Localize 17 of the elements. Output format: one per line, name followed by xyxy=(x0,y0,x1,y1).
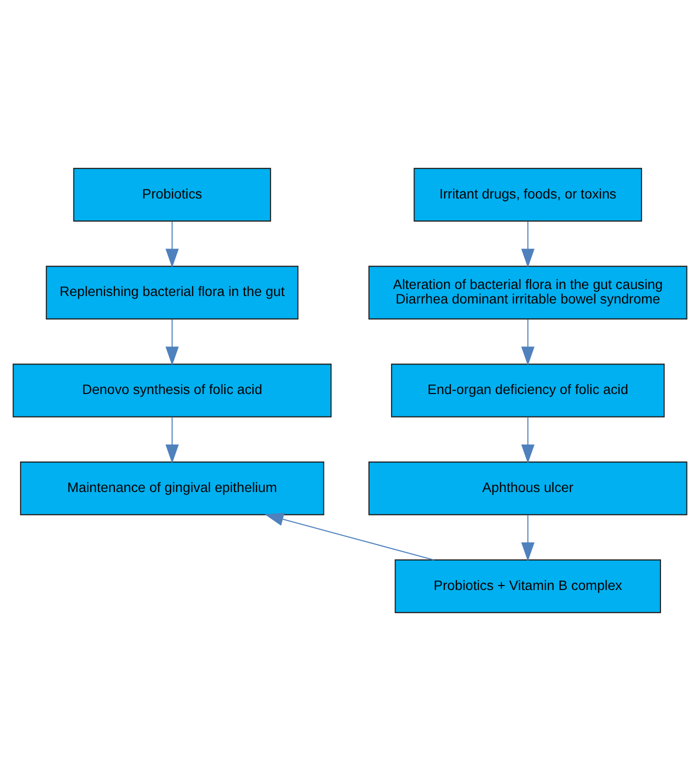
node-box: End-organ deficiency of folic acid xyxy=(390,364,664,418)
arrow xyxy=(165,221,178,268)
node-box: Probiotics xyxy=(72,168,271,222)
arrow xyxy=(520,319,534,366)
arrow xyxy=(520,515,534,562)
node-box: Maintenance of gingival epithelium xyxy=(20,462,324,516)
node-box: Aphthous ulcer xyxy=(368,462,687,516)
arrow xyxy=(264,512,434,560)
arrow xyxy=(165,319,178,366)
node-box: Replenishing bacterial flora in the gut xyxy=(45,266,298,320)
arrow xyxy=(520,221,534,268)
arrow xyxy=(520,417,534,464)
node-box: Irritant drugs, foods, or toxins xyxy=(413,168,642,222)
node-box: Alteration of bacterial flora in the gut causing Diarrhea dominant irritable bowel syndrome xyxy=(368,266,687,320)
node-box: Probiotics + Vitamin B complex xyxy=(394,559,660,614)
arrow xyxy=(165,417,178,464)
node-box: Denovo synthesis of folic acid xyxy=(12,364,332,418)
